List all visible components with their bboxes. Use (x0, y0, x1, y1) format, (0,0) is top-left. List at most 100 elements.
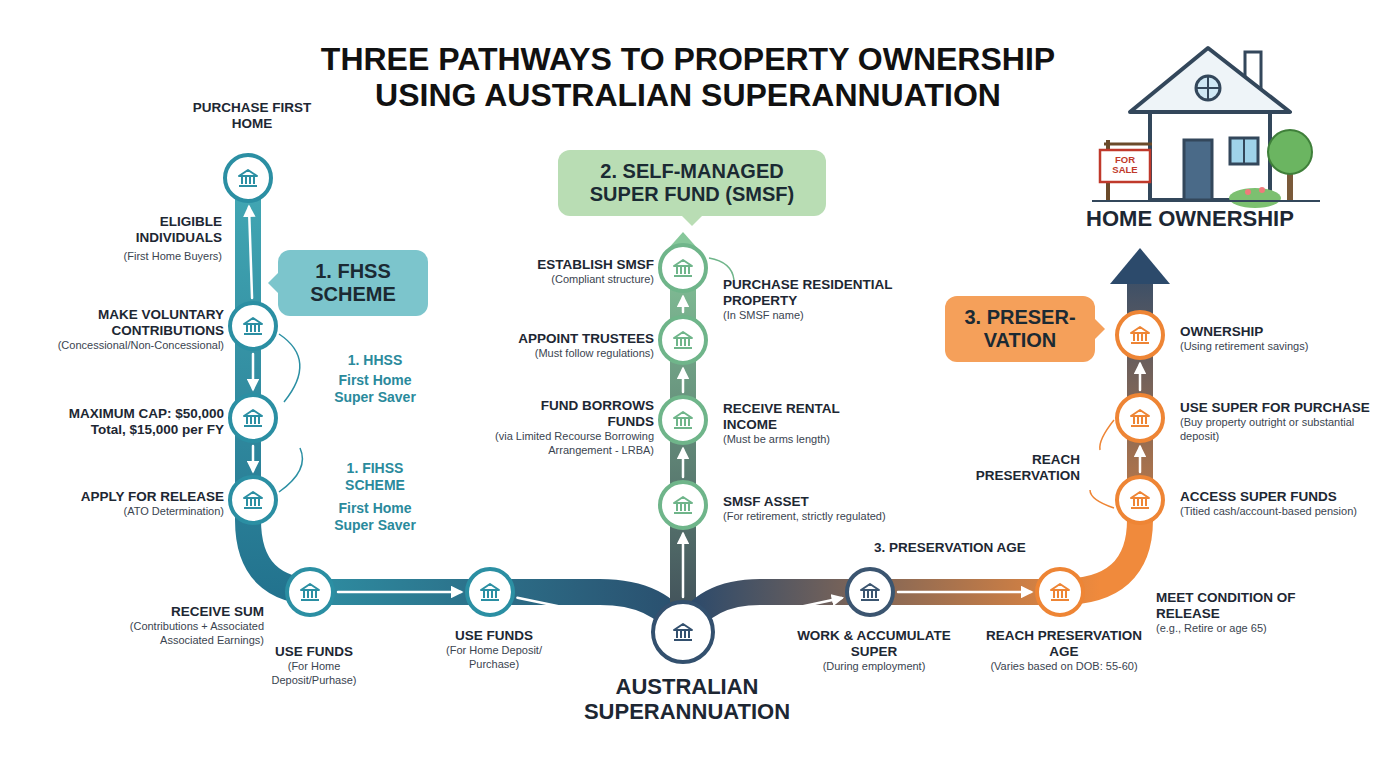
step-heading: OWNERSHIP (1180, 324, 1370, 340)
callout-text: 2. SELF-MANAGED SUPER FUND (SMSF) (568, 160, 816, 206)
step-heading: AUSTRALIAN SUPERANNUATION (557, 674, 817, 725)
node-icon (1128, 406, 1152, 430)
step-note: (For retirement, strictly regulated) (723, 510, 893, 524)
step-circle: USE SUPER FOR PURCHASE(Buy property outr… (1115, 393, 1165, 443)
step-heading: REACH PRESERVATION AGE (979, 628, 1149, 660)
flow-arrow (249, 207, 252, 298)
step-circle: PURCHASE FIRST HOME (223, 153, 273, 203)
stage-label: REACH PRESERVATION (955, 452, 1080, 484)
step-note: (For Home Deposit/Purhase) (259, 660, 369, 688)
step-circle: MAKE VOLUNTARY CONTRIBUTIONS(Concessiona… (228, 301, 278, 351)
step-heading: USE FUNDS (259, 644, 369, 660)
step-circle: AUSTRALIAN SUPERANNUATION (651, 600, 715, 664)
step-heading: PURCHASE RESIDENTIAL PROPERTY (723, 277, 928, 309)
house-illustration (1092, 48, 1320, 208)
step-note: (Must follow regulations) (492, 347, 654, 361)
ownership-arrowhead (1110, 248, 1170, 284)
step-label: PURCHASE FIRST HOME (177, 100, 327, 132)
step-label: MAKE VOLUNTARY CONTRIBUTIONS(Concessiona… (32, 307, 224, 353)
step-heading: MEET CONDITION OF RELEASE (1156, 590, 1351, 622)
step-heading: FUND BORROWS FUNDS (492, 398, 654, 430)
callout-title: 1. FIHSS SCHEME (320, 460, 430, 494)
step-label: USE SUPER FOR PURCHASE(Buy property outr… (1180, 400, 1370, 444)
flow-arrow (682, 297, 685, 312)
step-label: USE FUNDS(For Home Deposit/Purhase) (259, 644, 369, 688)
leader-line (1100, 420, 1114, 450)
step-heading: SMSF ASSET (723, 494, 893, 510)
node-icon (671, 493, 695, 517)
flow-arrow (1139, 364, 1142, 390)
step-circle: ESTABLISH SMSF(Compliant structure)PURCH… (658, 243, 708, 293)
flow-arrow (517, 598, 647, 625)
step-note: (During employment) (789, 660, 959, 674)
flow-arrow (682, 369, 685, 392)
node-icon (671, 620, 695, 644)
node-icon (1048, 580, 1072, 604)
step-note: (Contributions + Associated Associated E… (89, 620, 264, 648)
node-icon (671, 328, 695, 352)
step-label: RECEIVE SUM(Contributions + Associated A… (89, 604, 264, 648)
flow-arrow (268, 524, 295, 568)
step-note: (Using retirement savings) (1180, 340, 1370, 354)
step-label: PURCHASE RESIDENTIAL PROPERTY(In SMSF na… (723, 277, 928, 323)
eligibility-heading: ELIGIBLE INDIVIDUALS (92, 214, 222, 246)
step-note: (e.g., Retire or age 65) (1156, 622, 1351, 636)
callout-title: 1. HHSS (305, 352, 445, 369)
step-note: (Buy property outright or substantial de… (1180, 416, 1370, 444)
goal-label: HOME OWNERSHIP (1045, 206, 1335, 231)
step-heading: RECEIVE SUM (89, 604, 264, 620)
step-note: (via Limited Recourse Borrowing Arrangem… (492, 430, 654, 458)
step-circle: REACH PRESERVATION AGE(Varies based on D… (1035, 567, 1085, 617)
node-icon (478, 580, 502, 604)
fhss-band (248, 178, 320, 592)
step-note: (For Home Deposit/ Purchase) (424, 644, 564, 672)
flow-arrow (1078, 522, 1121, 571)
step-heading: USE FUNDS (424, 628, 564, 644)
step-circle: WORK & ACCUMULATE SUPER(During employmen… (845, 567, 895, 617)
step-heading: MAKE VOLUNTARY CONTRIBUTIONS (32, 307, 224, 339)
sign-text: FOR SALE (1102, 155, 1148, 176)
flow-arrow (1139, 447, 1142, 472)
leader-line (1090, 490, 1114, 508)
pathway-callout: 3. PRESER- VATION (945, 296, 1095, 362)
pathway-callout: 1. FHSS SCHEME (278, 250, 428, 316)
callout-note: First Home Super Saver (320, 500, 430, 534)
step-label: USE FUNDS(For Home Deposit/ Purchase) (424, 628, 564, 672)
step-heading: APPOINT TRUSTEES (492, 331, 654, 347)
diagram-title: THREE PATHWAYS TO PROPERTY OWNERSHIP USI… (298, 42, 1078, 114)
step-circle: USE FUNDS(For Home Deposit/ Purchase) (465, 567, 515, 617)
step-label: RECEIVE RENTAL INCOME(Must be arms lengt… (723, 401, 893, 447)
step-heading: ACCESS SUPER FUNDS (1180, 489, 1370, 505)
stage-label: 3. PRESERVATION AGE (840, 540, 1060, 556)
node-icon (236, 166, 260, 190)
step-note: (ATO Determination) (32, 505, 224, 519)
node-icon (241, 314, 265, 338)
step-label: SMSF ASSET(For retirement, strictly regu… (723, 494, 893, 524)
step-circle: APPOINT TRUSTEES(Must follow regulations… (658, 315, 708, 365)
step-heading: WORK & ACCUMULATE SUPER (789, 628, 959, 660)
step-heading: USE SUPER FOR PURCHASE (1180, 400, 1370, 416)
flow-arrow (682, 449, 685, 477)
node-icon (1128, 323, 1152, 347)
leader-line (709, 258, 734, 280)
step-label: APPLY FOR RELEASE(ATO Determination) (32, 489, 224, 519)
pathway-callout: 2. SELF-MANAGED SUPER FUND (SMSF) (558, 150, 826, 216)
leader-line (279, 334, 300, 402)
step-circle: APPLY FOR RELEASE(ATO Determination) (228, 475, 278, 525)
step-label: FUND BORROWS FUNDS(via Limited Recourse … (492, 398, 654, 458)
step-note: (Concessional/Non-Concessional) (32, 339, 224, 353)
step-note: (Must be arms length) (723, 433, 893, 447)
callout-text: 3. PRESER- VATION (955, 306, 1085, 352)
step-label: ESTABLISH SMSF(Compliant structure) (492, 257, 654, 287)
step-label: ACCESS SUPER FUNDS(Titied cash/account-b… (1180, 489, 1370, 519)
step-heading: APPLY FOR RELEASE (32, 489, 224, 505)
flow-arrow (338, 591, 461, 594)
step-circle: RECEIVE SUM(Contributions + Associated A… (285, 567, 335, 617)
step-circle: SMSF ASSET(For retirement, strictly regu… (658, 480, 708, 530)
node-icon (1128, 488, 1152, 512)
step-label: AUSTRALIAN SUPERANNUATION (557, 674, 817, 725)
flow-arrow (682, 534, 685, 597)
node-icon (241, 406, 265, 430)
step-heading: ESTABLISH SMSF (492, 257, 654, 273)
node-icon (241, 488, 265, 512)
